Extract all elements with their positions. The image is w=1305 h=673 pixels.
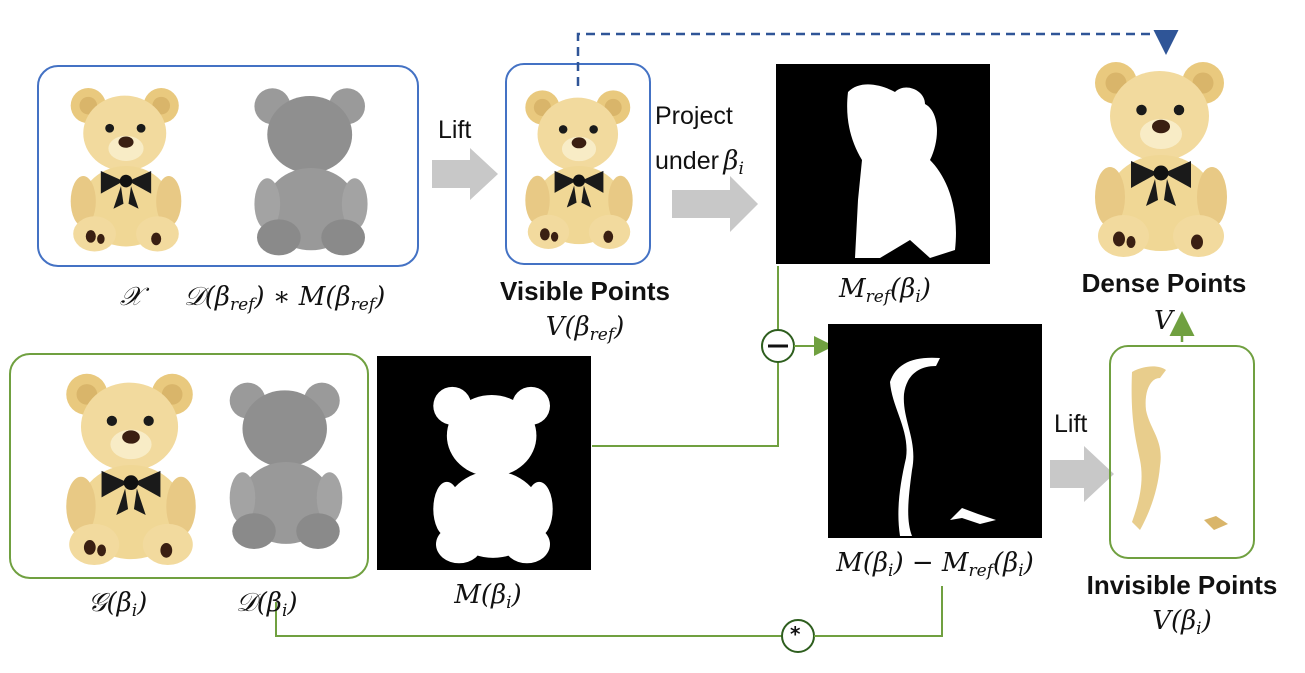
lift-arrow-top xyxy=(432,148,498,200)
dense-points-image xyxy=(1095,62,1227,257)
reference-image-x xyxy=(70,88,182,252)
star-to-diff-line xyxy=(814,586,943,637)
invisible-points-fragment-2 xyxy=(1204,516,1228,530)
diff-mask xyxy=(828,324,1042,538)
generated-depth-map xyxy=(229,382,343,550)
invisible-points-fragment-1 xyxy=(1131,366,1166,530)
generated-input-box xyxy=(9,353,369,579)
mref-silhouette xyxy=(847,84,956,258)
diff-label: M(βi) − Mref(βi) xyxy=(836,548,1034,581)
project-label-line1: Project xyxy=(655,102,733,130)
star-glyph: * xyxy=(790,622,801,646)
visible-points-title: Visible Points xyxy=(499,276,671,306)
depth-to-star-line xyxy=(275,602,782,637)
visible-points-image xyxy=(525,90,633,249)
dense-skip-arrow xyxy=(576,30,1179,86)
m-beta-label: M(βi) xyxy=(454,580,522,613)
project-label-line2: under βi xyxy=(655,146,744,179)
mref-label: Mref(βi) xyxy=(839,274,931,307)
diff-silhouette-left xyxy=(890,357,940,536)
dense-v-label: V xyxy=(1154,306,1173,336)
depth-ref-label: 𝒟(βref) ∗ M(βref) xyxy=(184,282,386,315)
reference-input-box xyxy=(37,65,419,267)
generated-image-g xyxy=(66,373,196,566)
dense-points-title: Dense Points xyxy=(1081,268,1247,298)
invisible-points-title: Invisible Points xyxy=(1086,570,1278,600)
lift-bottom-label: Lift xyxy=(1054,410,1088,438)
d-beta-label: 𝒟(βi) xyxy=(236,588,298,621)
visible-points-math: V(βref) xyxy=(545,312,625,345)
lift-arrow-bottom xyxy=(1050,446,1114,502)
invisible-points-math: V(βi) xyxy=(1152,606,1212,639)
project-arrow xyxy=(672,176,758,232)
mask-to-minus-line xyxy=(592,362,779,447)
invisible-points-box xyxy=(1109,345,1255,559)
lift-top-label: Lift xyxy=(438,116,472,144)
diff-silhouette-right xyxy=(950,508,996,524)
reference-depth-map xyxy=(254,88,368,256)
x-symbol-label: 𝒳 xyxy=(120,282,143,312)
g-beta-label: 𝒢(βi) xyxy=(88,588,148,621)
